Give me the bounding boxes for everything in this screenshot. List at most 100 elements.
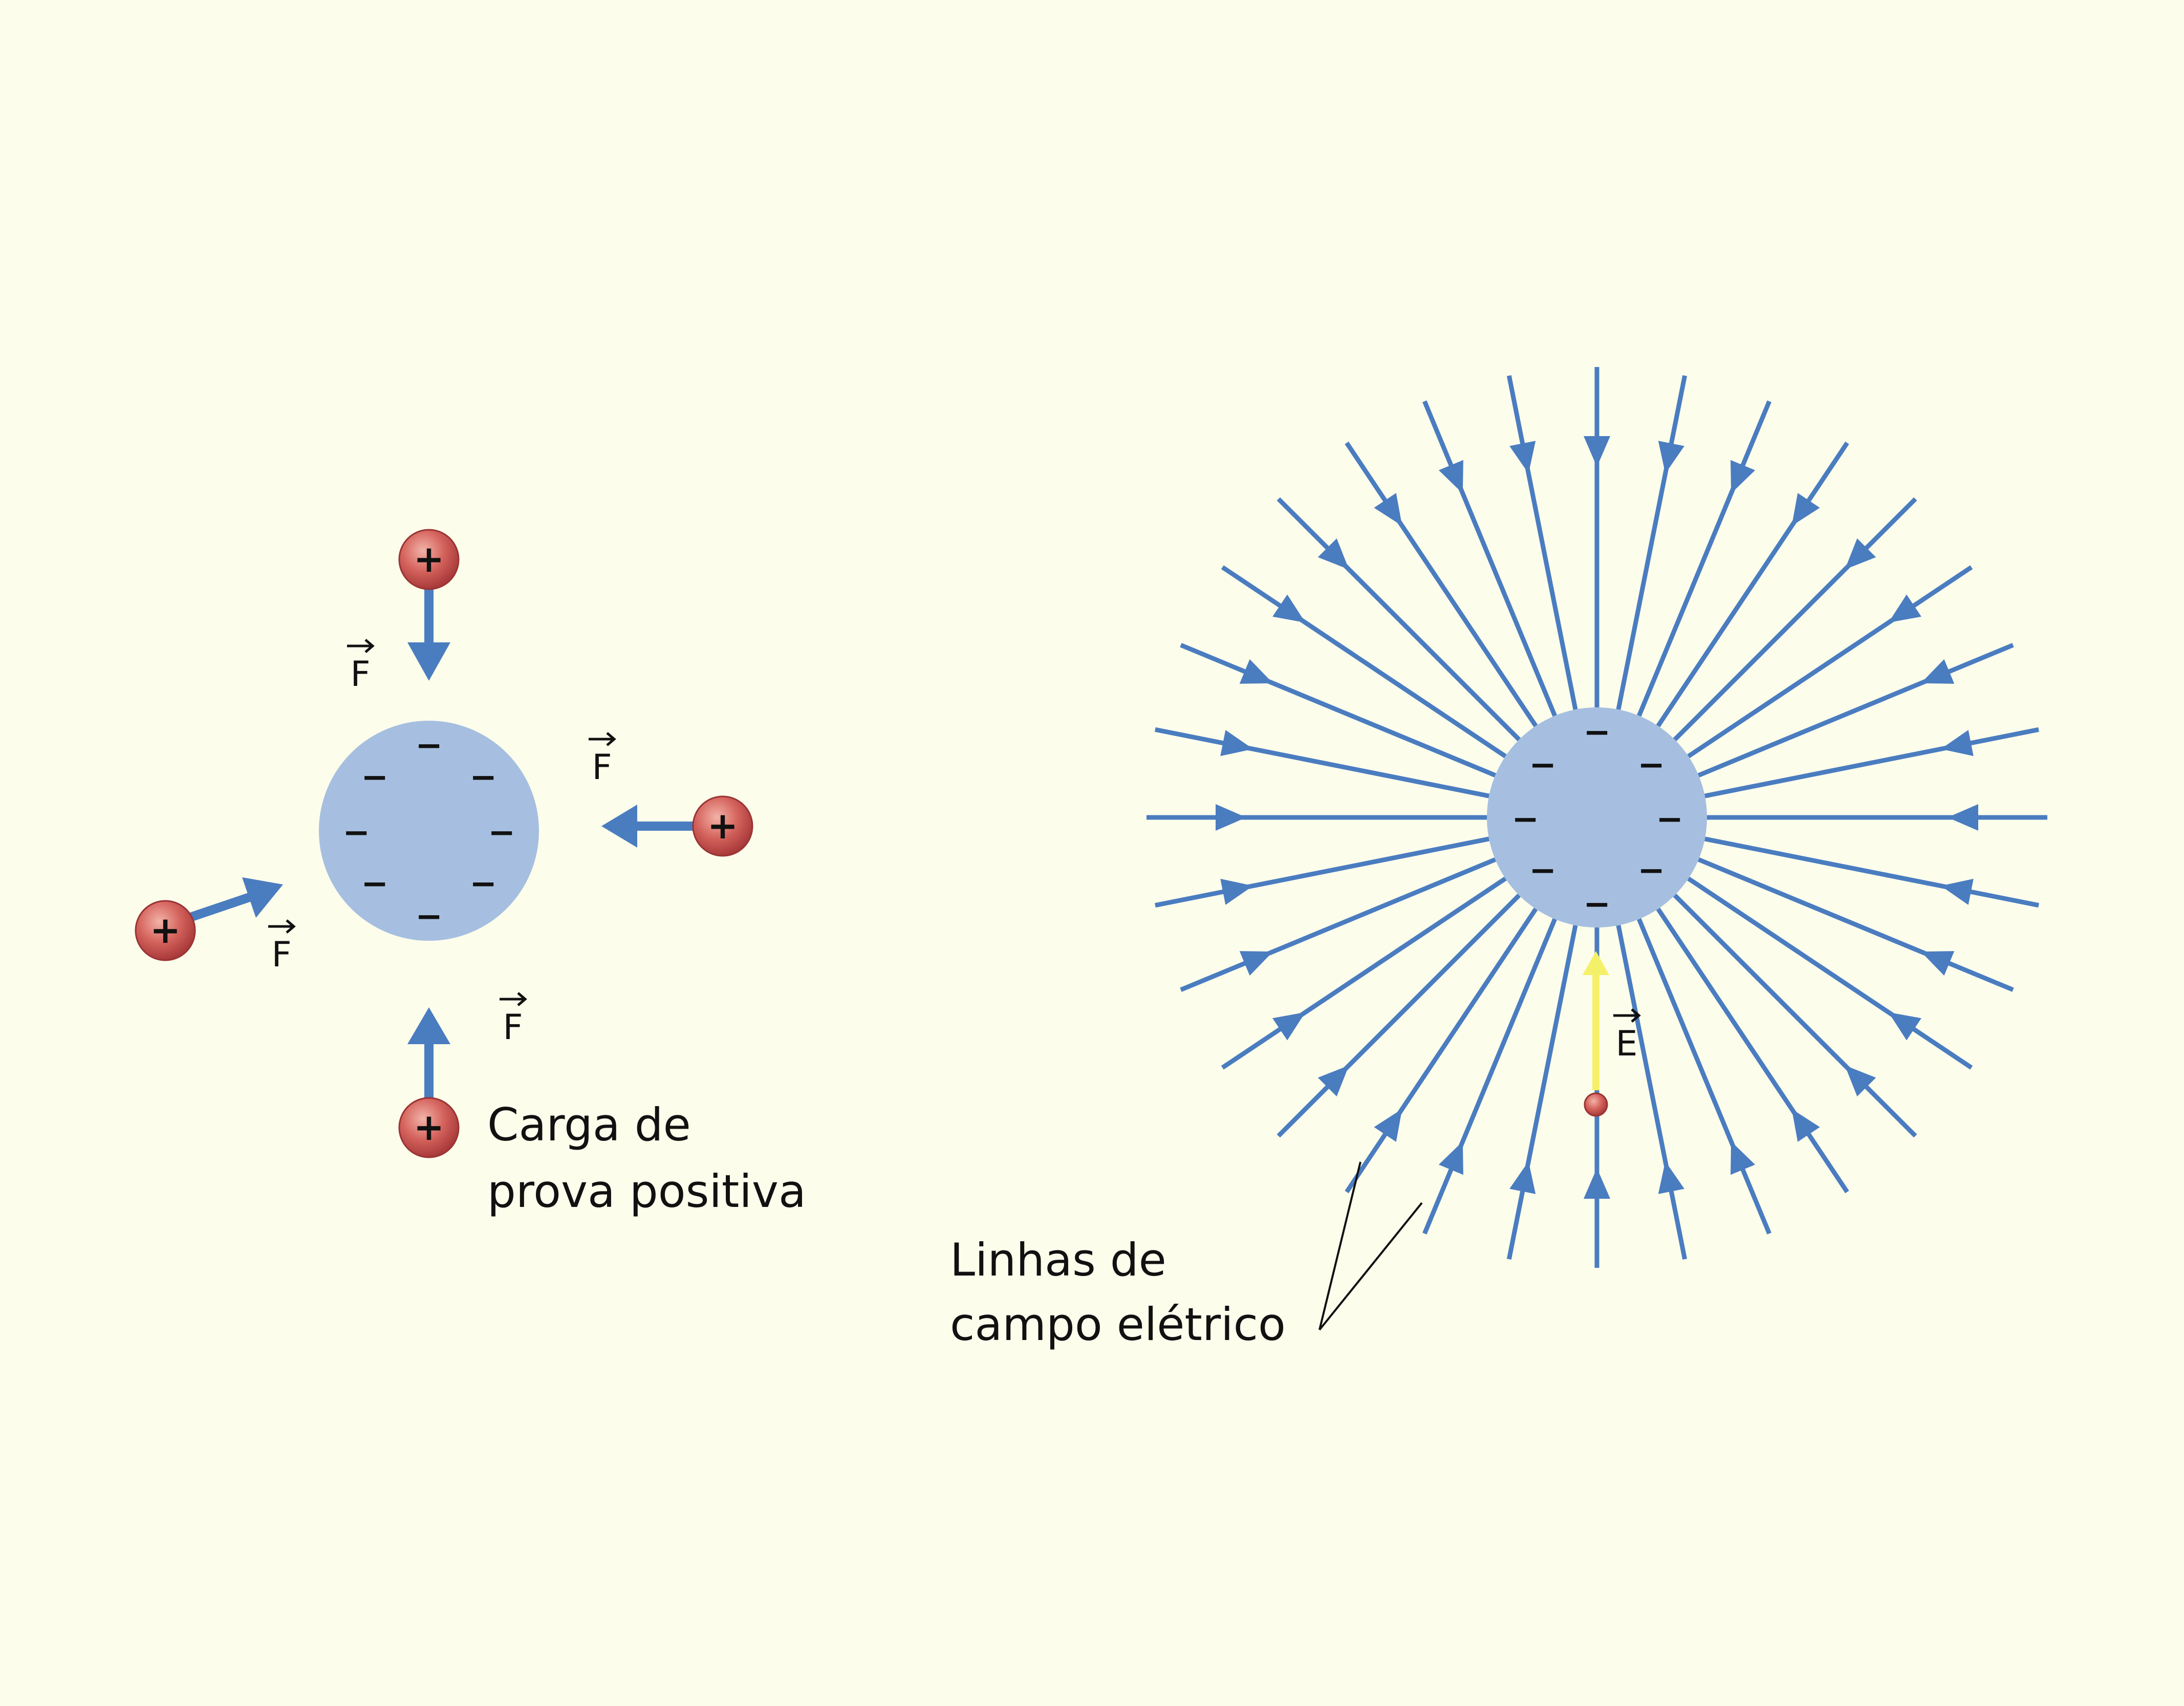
plus-sign: + (150, 909, 181, 952)
field-line-arrowhead (1791, 1109, 1820, 1142)
field-line-arrowhead (1731, 460, 1756, 494)
field-line-arrowhead (1374, 493, 1402, 526)
field-line (1345, 441, 1538, 727)
field-line-arrowhead (1220, 730, 1253, 757)
field-line (1221, 876, 1507, 1070)
force-label-top: F (347, 639, 375, 695)
force-label-bottom: F (500, 992, 527, 1048)
field-lines-label: Linhas de campo elétrico (950, 1234, 1286, 1351)
field-line (1422, 400, 1557, 717)
minus-sign: − (1656, 801, 1683, 838)
field-vector (1583, 951, 1609, 1117)
field-line (1180, 857, 1497, 992)
sphere-charges-left: − − − − − − − − (342, 727, 515, 936)
force-arrowhead (407, 642, 450, 681)
field-lines-pointer (1318, 1161, 1423, 1331)
field-line (1704, 727, 2039, 798)
field-line-arrowhead (1791, 493, 1820, 526)
test-charge-left: + (135, 877, 283, 961)
force-diagram: − − − − − − − − + F + F (135, 529, 806, 1218)
field-line-arrowhead (1438, 460, 1463, 494)
plus-sign: + (414, 1106, 444, 1149)
field-line (1277, 497, 1521, 742)
field-line (1422, 918, 1557, 1235)
minus-sign: − (1511, 801, 1539, 838)
field-line (1637, 400, 1771, 717)
minus-sign: − (415, 727, 443, 765)
field-line (1221, 565, 1507, 759)
minus-sign: − (361, 759, 388, 796)
field-line (1180, 643, 1497, 778)
field-line-arrowhead (1920, 951, 1955, 976)
svg-text:F: F (271, 935, 291, 975)
field-line-arrowhead (1845, 538, 1876, 570)
field-line-arrowhead (1920, 659, 1955, 684)
field-line (1697, 643, 2014, 778)
field-line-arrowhead (1940, 730, 1974, 757)
field-line-arrowhead (1317, 538, 1349, 570)
svg-text:F: F (350, 654, 370, 695)
field-line (1687, 876, 1973, 1070)
field-line-arrowhead (1940, 878, 1974, 905)
minus-sign: − (361, 865, 388, 903)
test-charge-right: + (601, 795, 753, 857)
field-line (1687, 565, 1973, 759)
field-line-arrowhead (1888, 1012, 1921, 1041)
negative-sphere-right (1487, 707, 1707, 927)
minus-sign: − (1529, 746, 1556, 784)
minus-sign: − (342, 814, 370, 852)
plus-sign: + (414, 537, 444, 580)
minus-sign: − (1583, 714, 1611, 751)
field-line (1345, 908, 1538, 1194)
field-line-arrowhead (1216, 804, 1246, 831)
field-line (1673, 893, 1917, 1138)
field-line (1697, 857, 2014, 992)
field-line (1277, 893, 1521, 1138)
field-line (1656, 441, 1849, 727)
minus-sign: − (1583, 886, 1611, 923)
field-line-arrowhead (1509, 1161, 1536, 1194)
field-line (1155, 727, 1490, 798)
field-line (1506, 375, 1578, 710)
field-line-arrowhead (1317, 1065, 1349, 1097)
field-line-arrowhead (1584, 1168, 1610, 1199)
field-label: E (1613, 1008, 1641, 1064)
field-line-arrowhead (1220, 878, 1253, 905)
minus-sign: − (469, 865, 497, 903)
field-line-arrowhead (1272, 1012, 1306, 1041)
test-charge-top: + (398, 529, 460, 681)
force-arrowhead (601, 805, 637, 848)
field-line (1616, 375, 1688, 710)
field-lines (1147, 367, 2047, 1268)
force-arrowhead (407, 1007, 450, 1044)
field-line-arrowhead (1509, 441, 1536, 474)
force-label-left: F (268, 919, 296, 975)
field-line-arrowhead (1888, 594, 1921, 623)
test-charge-label: Carga de prova positiva (487, 1098, 806, 1218)
force-arrowhead (242, 877, 283, 918)
field-line (1637, 918, 1771, 1235)
field-line-arrowhead (1845, 1065, 1876, 1097)
minus-sign: − (1529, 852, 1556, 890)
field-line (1673, 497, 1917, 742)
sphere-charges-right: − − − − − − − − (1511, 714, 1683, 923)
test-charge-small (1584, 1092, 1608, 1117)
minus-sign: − (1637, 852, 1665, 890)
field-line-arrowhead (1731, 1141, 1756, 1175)
minus-sign: − (488, 814, 515, 852)
field-line-arrowhead (1374, 1109, 1402, 1142)
field-line-arrowhead (1239, 659, 1273, 684)
field-line-arrowhead (1438, 1141, 1463, 1175)
minus-sign: − (469, 759, 497, 796)
field-line-arrowhead (1658, 1161, 1684, 1194)
field-line (1616, 924, 1688, 1260)
test-charge-bottom: + (398, 1007, 460, 1158)
field-line-arrowhead (1584, 436, 1610, 467)
svg-text:F: F (503, 1007, 523, 1048)
svg-text:E: E (1616, 1024, 1638, 1064)
minus-sign: − (1637, 746, 1665, 784)
field-line (1155, 836, 1490, 908)
plus-sign: + (707, 804, 738, 847)
minus-sign: − (415, 898, 443, 936)
